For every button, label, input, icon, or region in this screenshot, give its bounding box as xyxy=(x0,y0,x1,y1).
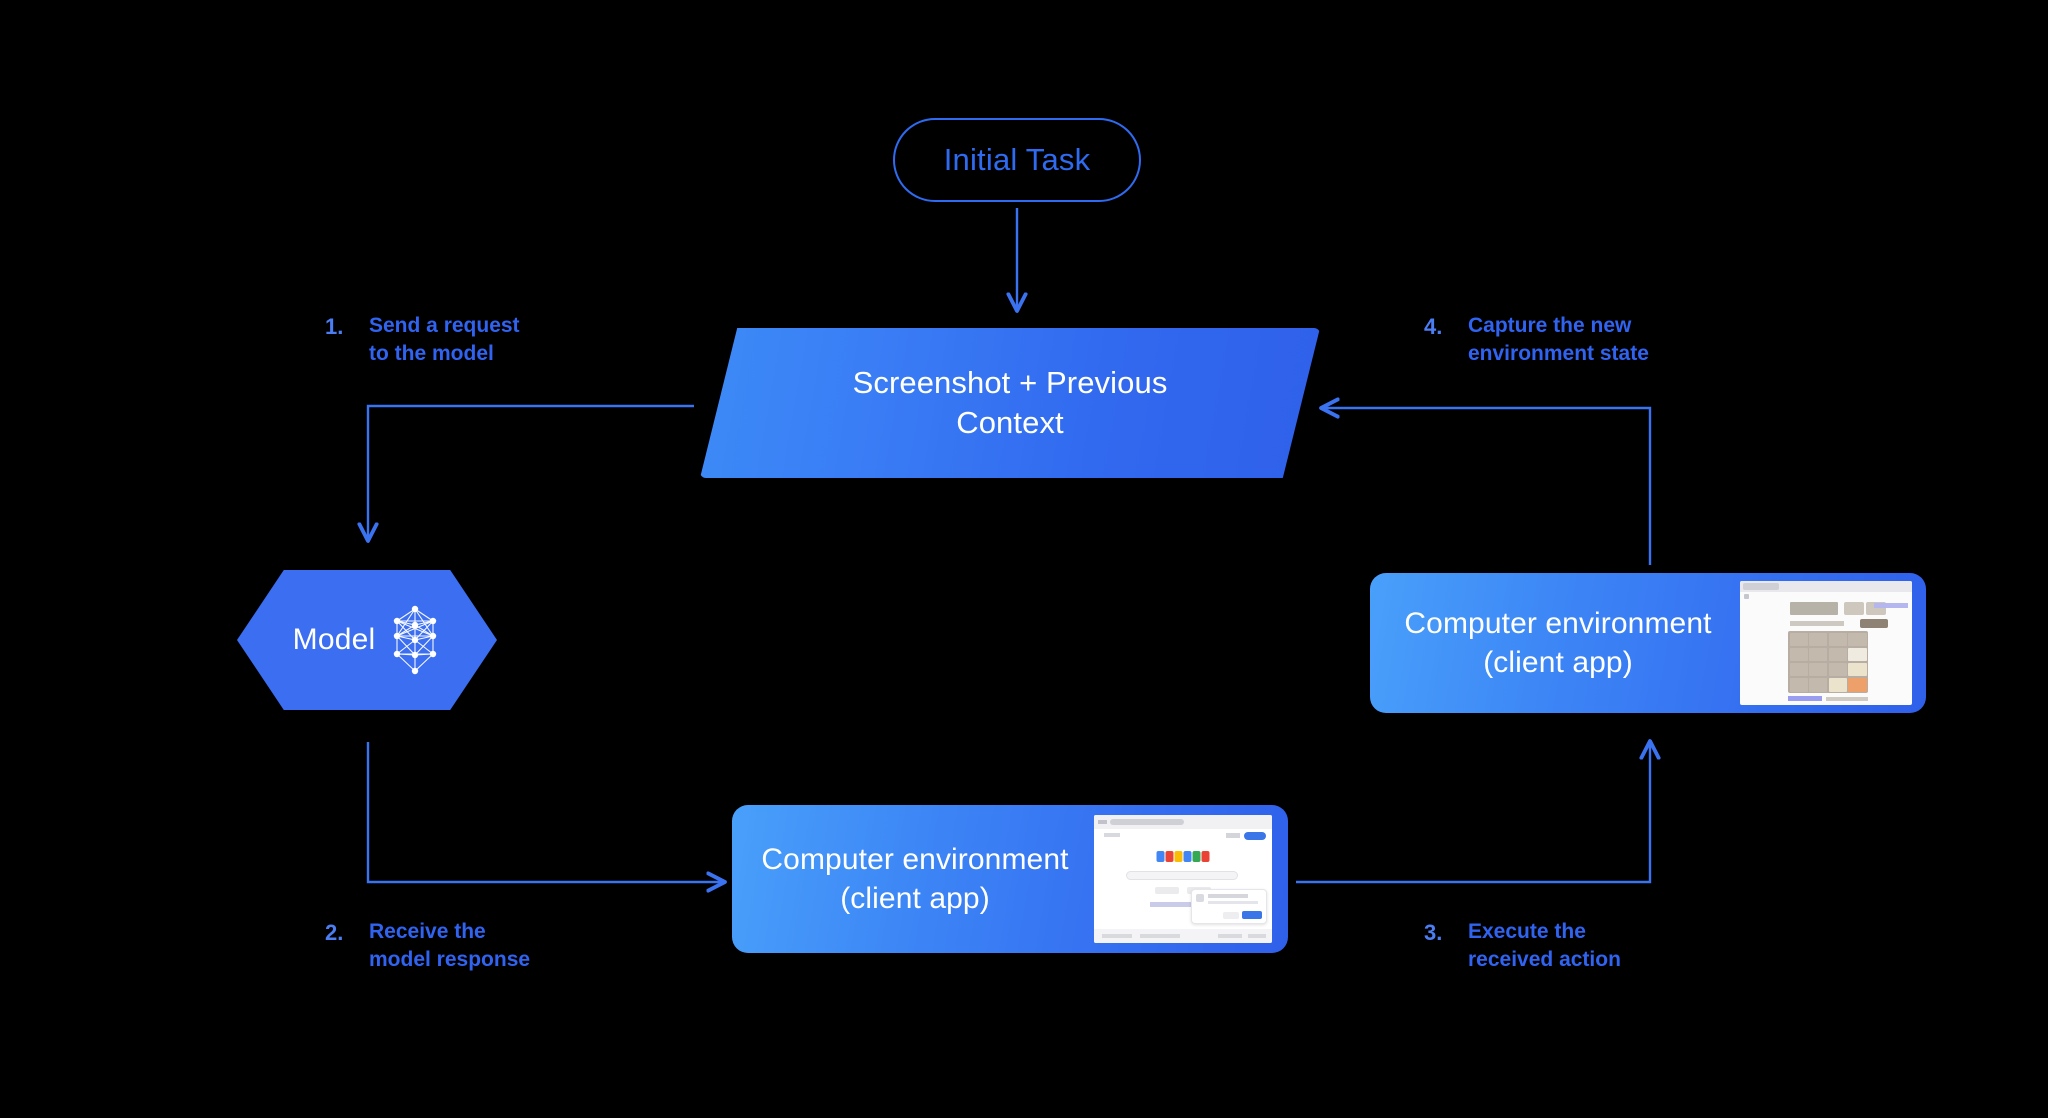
step-3-caption: Execute the received action xyxy=(1468,920,1621,972)
initial-task-node[interactable]: Initial Task xyxy=(893,118,1141,202)
step-label-1: 1. Send a request to the model xyxy=(325,312,520,368)
model-node-shape xyxy=(237,570,497,710)
step-label-4: 4. Capture the new environment state xyxy=(1424,312,1649,368)
model-node[interactable]: Model xyxy=(237,570,497,710)
sign-in-popup xyxy=(1191,889,1267,924)
context-node-shape xyxy=(700,328,1320,478)
computer-environment-bottom-node[interactable]: Computer environment (client app) xyxy=(732,805,1288,953)
step-3-number: 3. xyxy=(1424,920,1443,945)
model-node-label: Model xyxy=(292,623,376,656)
context-node-label: Screenshot + Previous Context xyxy=(700,328,1320,478)
step-1-number: 1. xyxy=(325,314,344,339)
step-4-caption: Capture the new environment state xyxy=(1468,314,1649,366)
step-1-caption: Send a request to the model xyxy=(369,314,520,366)
arrow-step-2 xyxy=(366,742,724,882)
env-right-caption: Computer environment (client app) xyxy=(1370,604,1740,682)
thumbnail-google-search xyxy=(1094,815,1272,943)
step-4-number: 4. xyxy=(1424,314,1443,339)
env-bottom-line2: (client app) xyxy=(840,882,990,915)
thumbnail-2048-game xyxy=(1740,581,1912,705)
neural-network-icon xyxy=(394,605,437,675)
context-node[interactable]: Screenshot + Previous Context xyxy=(700,328,1320,478)
game-board-2048 xyxy=(1788,631,1868,693)
step-2-number: 2. xyxy=(325,920,344,945)
step-label-3: 3. Execute the received action xyxy=(1424,918,1621,974)
context-node-line1: Screenshot + Previous xyxy=(852,365,1168,401)
env-bottom-caption: Computer environment (client app) xyxy=(732,840,1094,918)
context-node-line2: Context xyxy=(956,405,1064,440)
google-logo-icon xyxy=(1156,851,1210,862)
computer-environment-right-node[interactable]: Computer environment (client app) xyxy=(1370,573,1926,713)
step-label-2: 2. Receive the model response xyxy=(325,918,530,974)
env-right-line1: Computer environment xyxy=(1404,607,1712,640)
arrow-step-1 xyxy=(368,404,694,540)
step-2-caption: Receive the model response xyxy=(369,920,531,972)
initial-task-label: Initial Task xyxy=(943,142,1091,177)
env-bottom-line1: Computer environment xyxy=(761,843,1069,876)
env-right-line2: (client app) xyxy=(1483,646,1633,679)
arrow-step-3 xyxy=(1296,742,1650,884)
arrow-step-4 xyxy=(1322,408,1652,565)
